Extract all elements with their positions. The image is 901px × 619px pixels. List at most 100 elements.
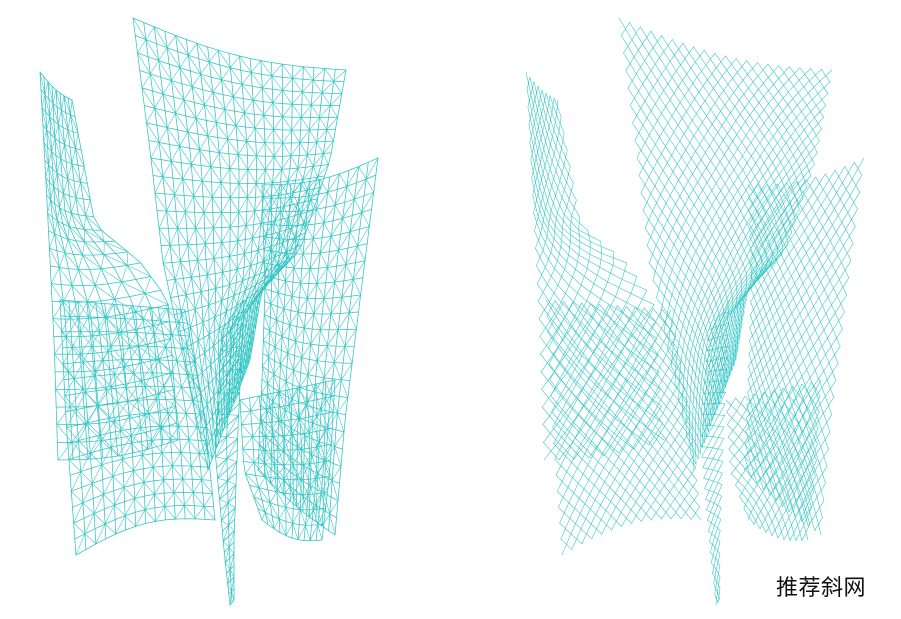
left-mesh-diagonal-line (274, 464, 285, 480)
left-mesh-diagonal-line (334, 431, 345, 447)
left-mesh-diagonal-line (127, 400, 145, 416)
right-mesh-diagonal-b-line (678, 93, 829, 402)
left-mesh-diagonal-line (321, 92, 331, 106)
left-mesh-diagonal-line (66, 409, 77, 428)
left-mesh-col-line (71, 99, 179, 441)
left-mesh-diagonal-line (316, 397, 326, 416)
left-mesh-diagonal-line (285, 369, 294, 382)
left-mesh-diagonal-line (331, 480, 339, 501)
left-mesh-diagonal-line (147, 333, 155, 347)
right-mesh-diagonal-b-line (543, 304, 655, 461)
left-mesh-diagonal-line (170, 439, 182, 453)
left-mesh-diagonal-line (117, 387, 127, 403)
left-mesh-diagonal-line (180, 261, 192, 278)
left-mesh-diagonal-line (299, 401, 308, 419)
left-mesh-diagonal-line (229, 345, 243, 371)
left-mesh-diagonal-line (169, 245, 181, 263)
right-mesh-diagonal-b-line (553, 306, 627, 444)
left-mesh-diagonal-line (272, 435, 284, 451)
left-mesh-diagonal-line (296, 465, 305, 477)
left-mesh-diagonal-line (263, 196, 270, 210)
left-mesh-diagonal-line (252, 223, 262, 239)
left-mesh-col-line (122, 304, 146, 524)
left-mesh-diagonal-line (245, 462, 255, 474)
left-mesh-col-line (175, 308, 206, 520)
left-mesh-diagonal-line (101, 440, 119, 457)
left-mesh-diagonal-line (167, 399, 176, 413)
left-mesh-diagonal-line (105, 389, 118, 403)
left-mesh-diagonal-line (257, 305, 259, 313)
left-mesh-diagonal-line (311, 92, 323, 106)
left-mesh-diagonal-line (146, 107, 155, 124)
left-mesh-diagonal-line (215, 375, 221, 387)
left-mesh-diagonal-line (313, 313, 321, 330)
left-mesh-diagonal-line (310, 329, 321, 345)
left-mesh-diagonal-line (165, 334, 173, 348)
left-mesh-diagonal-line (250, 249, 259, 266)
right-mesh-diagonal-a-line (735, 58, 811, 177)
left-mesh-diagonal-line (342, 198, 355, 219)
left-mesh-diagonal-line (269, 330, 276, 348)
left-mesh-diagonal-line (63, 95, 71, 116)
left-mesh-diagonal-line (300, 479, 309, 495)
right-mesh-diagonal-a-line (726, 412, 803, 541)
right-mesh-diagonal-b-line (632, 43, 684, 124)
left-mesh-diagonal-line (312, 222, 325, 240)
left-mesh-diagonal-line (280, 211, 289, 226)
left-mesh-col-line (277, 391, 287, 536)
left-mesh-diagonal-line (299, 142, 308, 156)
left-mesh-diagonal-line (231, 322, 244, 349)
left-mesh-diagonal-line (227, 502, 236, 508)
left-mesh-col-line (214, 329, 231, 606)
left-mesh-diagonal-line (210, 152, 220, 167)
left-mesh-diagonal-line (283, 254, 297, 267)
right-mesh-diagonal-b-line (775, 414, 832, 502)
left-mesh-diagonal-line (281, 169, 289, 182)
left-mesh-diagonal-line (150, 73, 164, 95)
left-mesh-diagonal-line (44, 81, 49, 95)
left-mesh-diagonal-line (320, 475, 330, 494)
right-mesh-diagonal-b-line (526, 76, 531, 90)
left-mesh-col-line (249, 69, 347, 361)
left-mesh-diagonal-line (69, 406, 86, 425)
left-mesh-diagonal-line (158, 227, 171, 246)
left-mesh-diagonal-line (358, 166, 367, 180)
left-mesh-diagonal-line (278, 194, 285, 207)
right-mesh-diagonal-b-line (695, 152, 818, 465)
left-mesh-diagonal-line (221, 197, 231, 213)
left-mesh-diagonal-line (254, 114, 265, 129)
left-mesh-diagonal-line (217, 478, 228, 482)
left-mesh-diagonal-line (121, 264, 128, 283)
left-mesh-diagonal-line (206, 404, 213, 417)
left-mesh-diagonal-line (278, 265, 286, 282)
right-mesh-diagonal-b-line (708, 221, 796, 432)
left-mesh-diagonal-line (274, 336, 283, 348)
left-mesh-diagonal-line (330, 217, 343, 237)
left-mesh-diagonal-line (174, 194, 186, 213)
left-mesh-diagonal-line (237, 240, 245, 254)
right-mesh-diagonal-b-line (601, 388, 686, 535)
left-mesh-diagonal-line (215, 436, 227, 458)
right-mesh-diagonal-b-line (747, 226, 856, 393)
left-mesh-diagonal-line (71, 197, 77, 214)
left-mesh-diagonal-line (95, 523, 106, 545)
left-mesh-diagonal-line (190, 326, 199, 341)
right-mesh-diagonal-b-line (750, 346, 841, 477)
left-mesh-diagonal-line (232, 299, 245, 327)
right-mesh-diagonal-b-line (638, 53, 716, 176)
left-mesh-diagonal-line (71, 163, 81, 183)
right-mesh-diagonal-b-line (548, 302, 582, 365)
left-mesh-diagonal-line (320, 492, 326, 509)
left-mesh-diagonal-line (69, 301, 79, 317)
left-mesh-diagonal-line (265, 428, 273, 437)
left-mesh-diagonal-line (300, 117, 310, 131)
left-mesh-diagonal-line (260, 417, 266, 437)
left-mesh-diagonal-line (315, 383, 326, 399)
left-mesh-diagonal-line (68, 226, 85, 242)
left-mesh-diagonal-line (305, 404, 313, 424)
left-mesh-diagonal-line (327, 249, 339, 268)
left-mesh-diagonal-line (162, 245, 171, 264)
left-mesh-diagonal-line (341, 296, 350, 314)
left-mesh-diagonal-line (220, 325, 233, 352)
left-mesh-diagonal-line (339, 173, 348, 187)
